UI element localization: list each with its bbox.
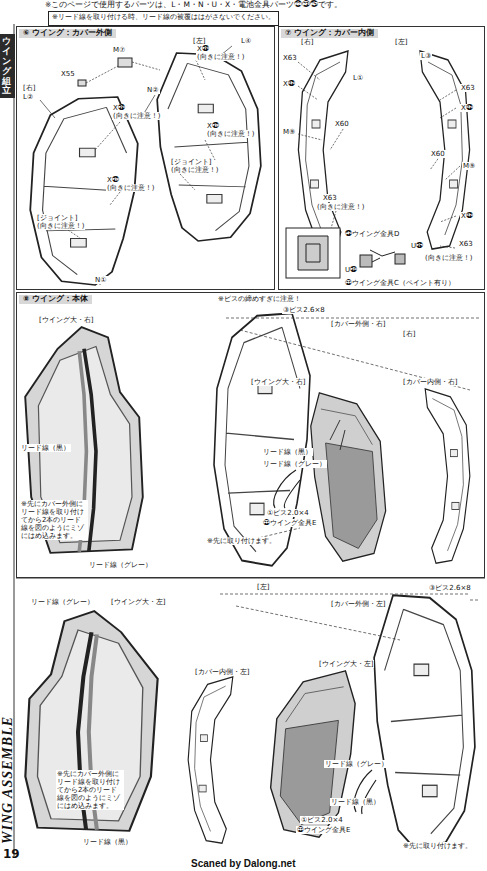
part-label: (向きに注意！): [106, 184, 155, 192]
part-label: L②: [22, 93, 34, 101]
assembly-note: ※先にカバー外側にリード線を取り付けてから2本のリード線を図のようにミゾにはめ込…: [20, 500, 88, 540]
step-panel: ⑦ ウイング：カバー内側: [278, 26, 485, 290]
part-label: X㊸: [282, 80, 296, 88]
part-label: [右]: [402, 330, 416, 338]
part-label: X63: [458, 240, 474, 248]
part-label: ㉒ウイング金具E: [262, 519, 317, 527]
section-banner: WING ASSEMBLE: [0, 715, 16, 845]
part-label: [ジョイント]: [36, 214, 78, 222]
part-label: [ウイング大・左]: [110, 598, 166, 606]
part-label: [ウイング大・左]: [318, 660, 374, 668]
part-label: (向きに注意！): [424, 254, 473, 262]
part-label: [ウイング大・右]: [250, 378, 306, 386]
part-label: [左]: [394, 38, 408, 46]
part-label: (向きに注意！): [196, 53, 245, 61]
parts-note: ※このページで使用するパーツは、L・M・N・U・X・電池金具パーツ㉒㉓㉕です。: [44, 1, 343, 10]
section-band: ウイング組立: [0, 34, 15, 98]
part-label: L①: [352, 74, 364, 82]
caution-note: ※ビスの締めすぎに注意！: [217, 295, 302, 303]
step-heading: ⑥ ウイング：カバー外側: [19, 29, 116, 38]
part-label: ③ビス2.6×8: [428, 584, 472, 592]
part-label: (向きに注意！): [206, 130, 255, 138]
part-label: ㉒ウイング金具C（ペイント有り）: [344, 279, 456, 287]
watermark: Scaned by Dalong.net: [190, 858, 296, 870]
part-label: X㊸: [460, 212, 474, 220]
part-label: M⑨: [462, 162, 476, 170]
part-label: リード線（黒）: [262, 448, 313, 456]
part-label: X㊳: [112, 104, 126, 112]
part-label: U㉟: [410, 242, 424, 250]
part-label: ③ビス2.6×8: [282, 306, 326, 314]
page-number: 19: [2, 848, 21, 862]
part-label: M⑦: [112, 46, 126, 54]
part-label: X55: [60, 70, 76, 78]
part-label: X㊳: [196, 45, 210, 53]
part-label: N②: [146, 86, 160, 94]
part-label: N①: [94, 276, 108, 284]
part-label: X㊸: [460, 104, 474, 112]
part-label: (向きに注意！): [36, 222, 85, 230]
part-label: ㉒ウイング金具E: [296, 826, 351, 834]
part-label: X63: [460, 84, 476, 92]
step-heading: ⑦ ウイング：カバー内側: [281, 29, 378, 38]
part-label: X63: [282, 54, 298, 62]
part-label: [右]: [22, 84, 36, 92]
note-box: ※リード線を取り付ける時、リード線の被覆ははがさないでください。: [48, 11, 279, 26]
part-label: [左]: [192, 37, 206, 45]
part-label: [ウイング大・右]: [38, 316, 94, 324]
part-label: ㉓ウイング金具D: [344, 230, 400, 238]
part-label: (向きに注意！): [112, 112, 161, 120]
assembly-note: ※先にカバー外側にリード線を取り付けてから2本のリード線を図のようにミゾにはめ込…: [56, 770, 124, 810]
part-label: [カバー外側・右]: [330, 320, 386, 328]
part-label: X60: [334, 120, 350, 128]
part-label: ※先に取り付けます。: [206, 537, 277, 545]
part-label: L④: [240, 37, 252, 45]
part-label: リード線（黒）: [82, 838, 133, 846]
part-label: M⑨: [282, 128, 296, 136]
part-label: [ジョイント]: [170, 158, 212, 166]
step-panel: ⑥ ウイング：カバー外側: [16, 26, 275, 290]
part-label: (向きに注意！): [316, 203, 365, 211]
part-label: リード線（黒）: [20, 444, 71, 452]
part-label: リード線（黒）: [330, 798, 381, 806]
part-label: U㉞: [344, 266, 358, 274]
part-label: ①ビス2.0×4: [266, 509, 310, 517]
part-label: [カバー外側・左]: [330, 600, 386, 608]
part-label: X60: [430, 150, 446, 158]
part-label: リード線（グレー）: [88, 561, 153, 569]
note-text: ※リード線を取り付ける時、リード線の被覆ははがさないでください。: [52, 13, 275, 21]
part-label: X63: [322, 194, 338, 202]
part-label: リード線（グレー）: [324, 760, 389, 768]
part-label: リード線（グレー）: [30, 598, 95, 606]
part-label: X㊲: [106, 176, 120, 184]
step-heading: ⑧ ウイング：本体: [19, 295, 92, 304]
part-label: [カバー内側・右]: [402, 378, 458, 386]
section-title: ウイング組立: [2, 37, 11, 96]
part-label: [カバー内側・左]: [194, 668, 250, 676]
part-label: ①ビス2.0×4: [300, 816, 344, 824]
part-label: L③: [420, 52, 432, 60]
part-label: [右]: [300, 38, 314, 46]
part-label: リード線（グレー）: [262, 460, 327, 468]
part-label: ※先に取り付けます。: [402, 842, 473, 850]
part-label: [左]: [256, 583, 270, 591]
part-label: X㊲: [206, 122, 220, 130]
part-label: (向きに注意！): [170, 166, 219, 174]
